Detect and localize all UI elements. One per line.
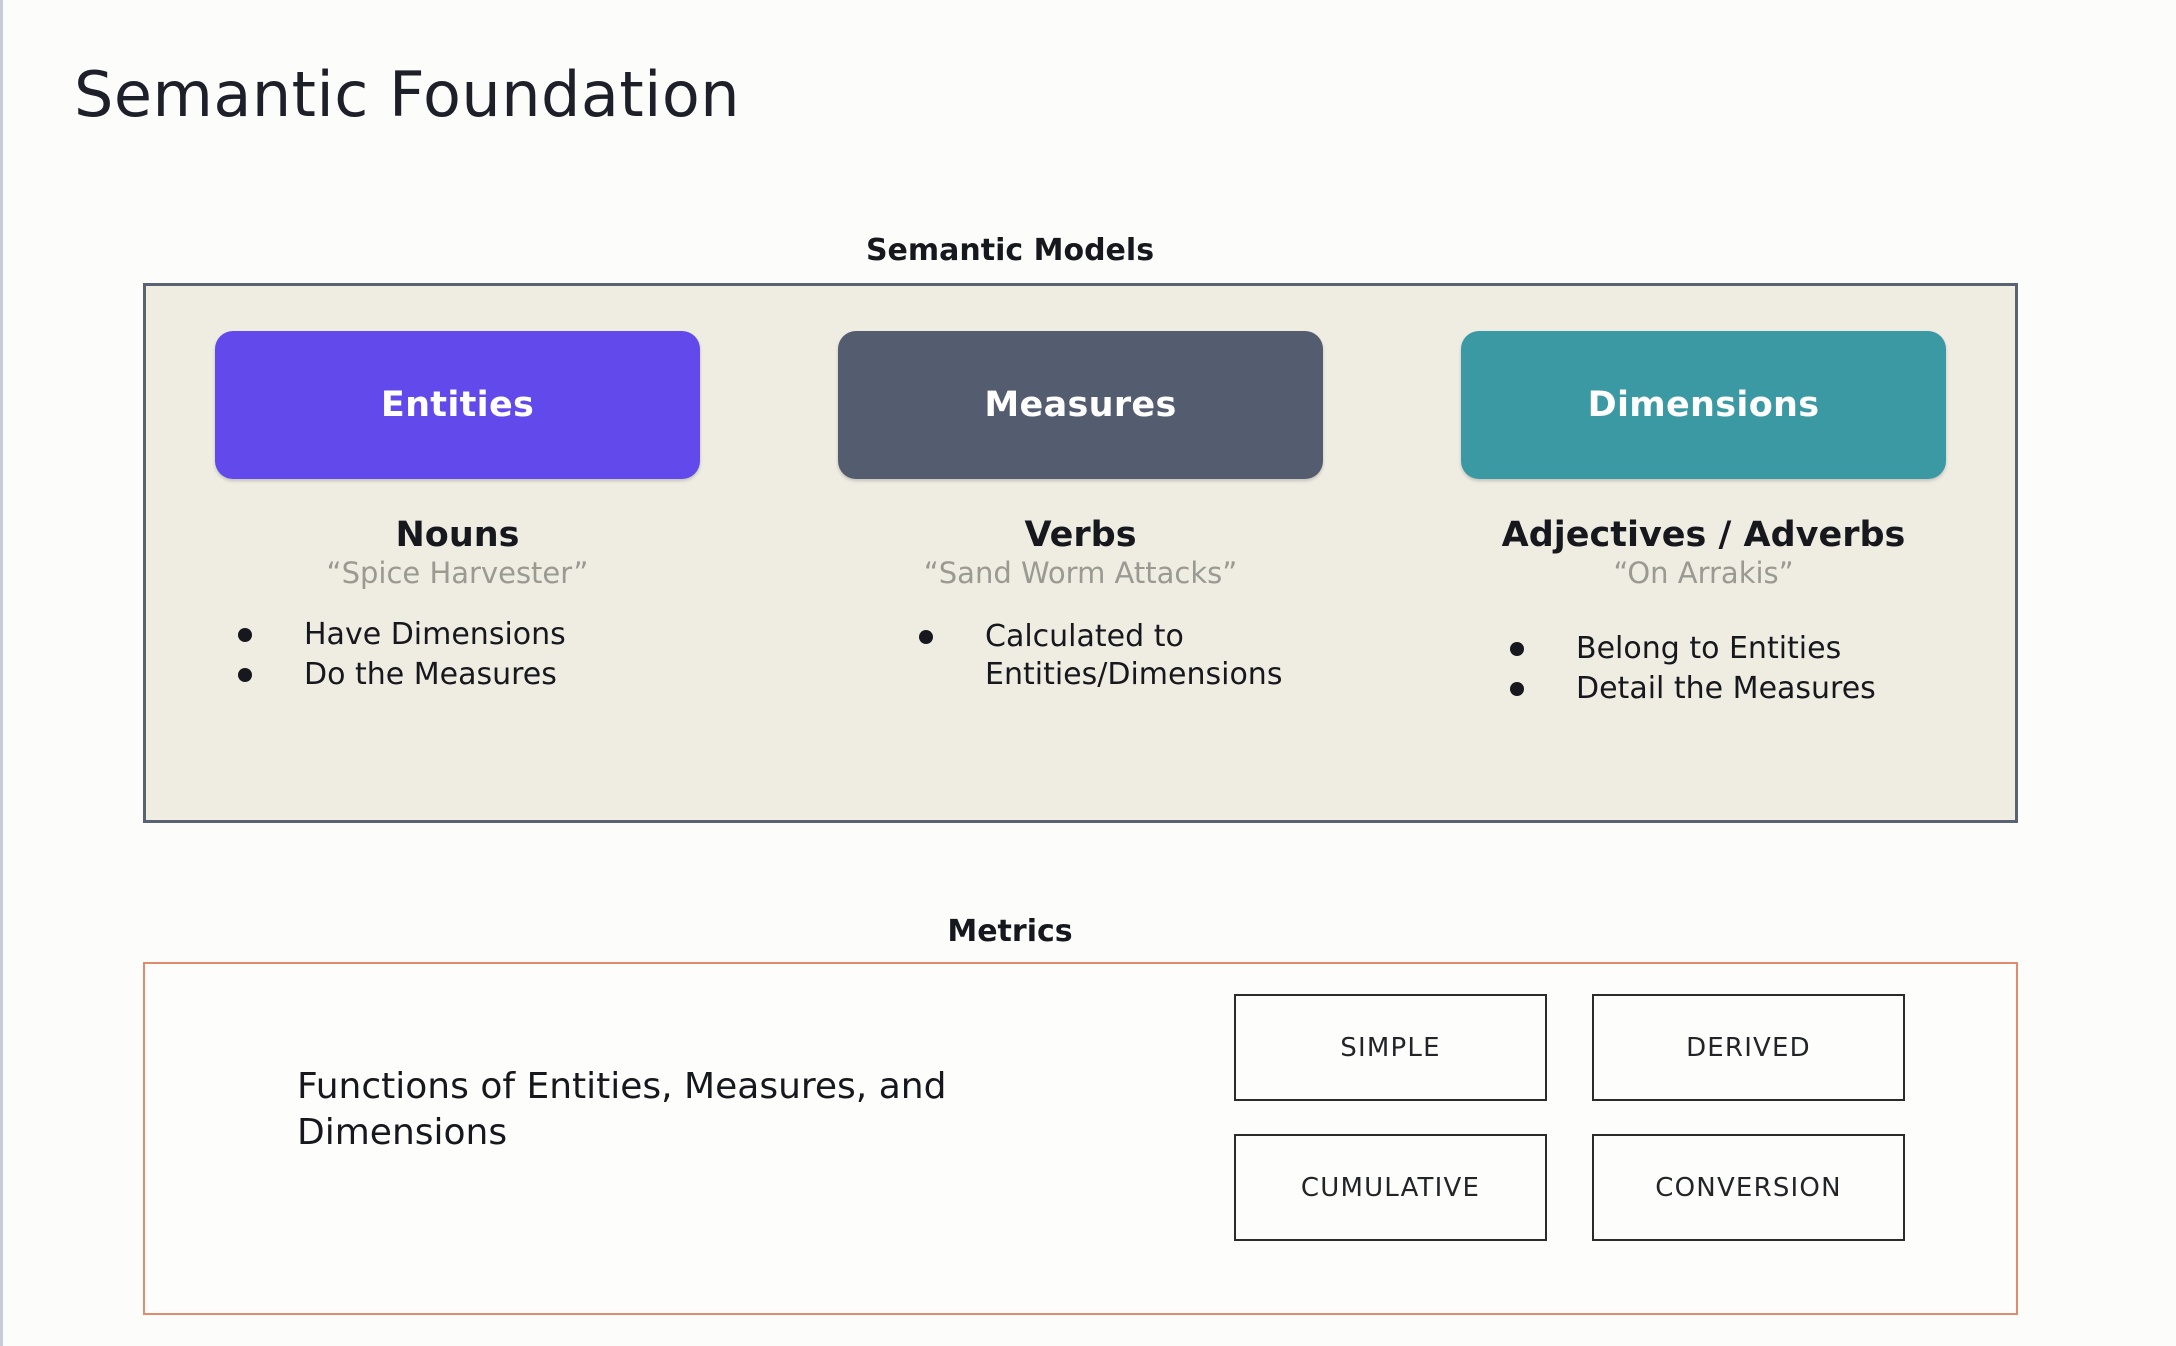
entities-bullet-list: Have Dimensions Do the Measures <box>238 616 769 694</box>
semantic-models-panel: Entities Nouns “Spice Harvester” Have Di… <box>143 283 2018 823</box>
metric-type-derived[interactable]: DERIVED <box>1592 994 1905 1101</box>
measures-example: “Sand Worm Attacks” <box>923 555 1238 590</box>
semantic-models-header: Semantic Models <box>865 233 1155 268</box>
metric-type-cumulative[interactable]: CUMULATIVE <box>1234 1134 1547 1241</box>
metrics-panel: Functions of Entities, Measures, and Dim… <box>143 962 2018 1315</box>
bullet-dot-icon <box>1510 681 1524 696</box>
measures-bullet-list: Calculated to Entities/Dimensions <box>919 618 1392 694</box>
metric-type-conversion[interactable]: CONVERSION <box>1592 1134 1905 1241</box>
entities-part-of-speech: Nouns <box>395 515 520 555</box>
list-item: Have Dimensions <box>238 616 769 654</box>
semantic-models-columns: Entities Nouns “Spice Harvester” Have Di… <box>146 286 2015 820</box>
entities-bullet-1: Have Dimensions <box>304 616 566 652</box>
dimensions-bullet-list: Belong to Entities Detail the Measures <box>1510 630 2015 708</box>
metrics-header: Metrics <box>947 914 1073 949</box>
left-edge-rule <box>0 0 3 1346</box>
measures-part-of-speech: Verbs <box>1024 515 1137 555</box>
bullet-dot-icon <box>238 627 252 642</box>
semantic-column-dimensions: Dimensions Adjectives / Adverbs “On Arra… <box>1392 286 2015 820</box>
measures-chip[interactable]: Measures <box>838 331 1323 479</box>
dimensions-bullet-1: Belong to Entities <box>1576 630 1842 666</box>
dimensions-bullet-2: Detail the Measures <box>1576 670 1876 706</box>
bullet-dot-icon <box>919 629 933 644</box>
list-item: Calculated to Entities/Dimensions <box>919 618 1392 694</box>
entities-bullet-2: Do the Measures <box>304 656 557 692</box>
semantic-column-entities: Entities Nouns “Spice Harvester” Have Di… <box>146 286 769 820</box>
entities-example: “Spice Harvester” <box>326 555 589 590</box>
metrics-caption: Functions of Entities, Measures, and Dim… <box>297 1066 947 1154</box>
metric-type-simple[interactable]: SIMPLE <box>1234 994 1547 1101</box>
metric-types-grid: SIMPLE DERIVED CUMULATIVE CONVERSION <box>1234 994 1905 1241</box>
dimensions-chip[interactable]: Dimensions <box>1461 331 1946 479</box>
measures-bullet-1: Calculated to Entities/Dimensions <box>985 618 1283 692</box>
list-item: Detail the Measures <box>1510 670 2015 708</box>
semantic-column-measures: Measures Verbs “Sand Worm Attacks” Calcu… <box>769 286 1392 820</box>
bullet-dot-icon <box>238 667 252 682</box>
page-title: Semantic Foundation <box>74 58 741 131</box>
bullet-dot-icon <box>1510 641 1524 656</box>
list-item: Belong to Entities <box>1510 630 2015 668</box>
list-item: Do the Measures <box>238 656 769 694</box>
entities-chip[interactable]: Entities <box>215 331 700 479</box>
dimensions-part-of-speech: Adjectives / Adverbs <box>1501 515 1906 555</box>
dimensions-example: “On Arrakis” <box>1613 555 1794 590</box>
